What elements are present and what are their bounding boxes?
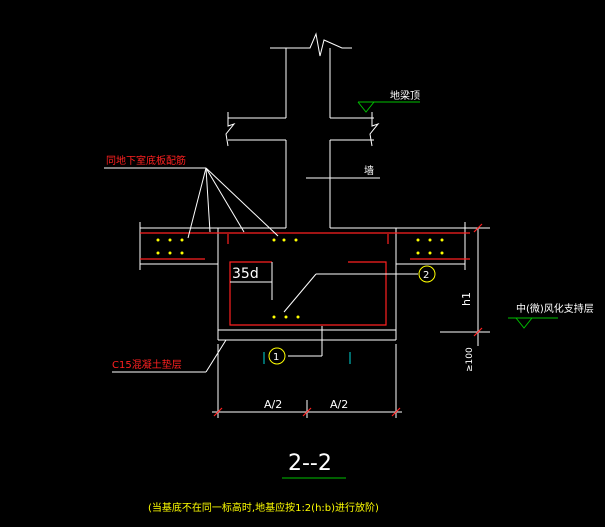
half-a-left-label: A/2 <box>264 398 282 411</box>
h1-label: h1 <box>460 292 473 306</box>
wall-outline <box>139 32 466 341</box>
axis-marks <box>263 352 351 364</box>
section-title: 2--2 <box>288 451 332 476</box>
rebar <box>140 232 470 326</box>
anchor-length-label: 35d <box>232 266 259 282</box>
bar-2-label: 2 <box>423 270 429 281</box>
beam-top-label: 地梁顶 <box>390 89 420 102</box>
dimension-ticks <box>213 223 483 417</box>
footnote: (当基底不在同一标高时,地基应按1:2(h:b)进行放阶) <box>148 501 379 514</box>
bar-1-marker <box>268 347 286 365</box>
same-as-basement-label: 同地下室底板配筋 <box>106 154 186 167</box>
rebar-dots <box>156 238 444 319</box>
pad-label: C15混凝土垫层 <box>112 358 182 371</box>
wall-label: 墙 <box>364 164 374 177</box>
bar-2-marker <box>418 265 436 283</box>
min-100-label: ≥100 <box>465 347 475 372</box>
weathered-rock-label: 中(微)风化支持层 <box>516 302 594 315</box>
break-line <box>270 32 352 57</box>
half-a-right-label: A/2 <box>330 398 348 411</box>
leader-lines <box>104 167 490 418</box>
elevation-marks <box>282 101 558 479</box>
bar-1-label: 1 <box>273 352 279 363</box>
